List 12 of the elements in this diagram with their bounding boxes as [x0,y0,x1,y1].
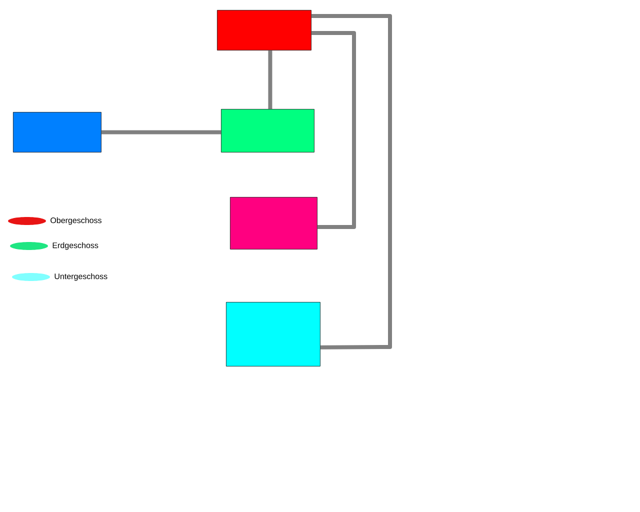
legend-label: Erdgeschoss [52,242,98,250]
connector-line [101,130,221,134]
legend-label: Obergeschoss [50,217,102,225]
colored-box [221,109,314,152]
connector-line [311,14,392,350]
connector-line [311,31,356,229]
colored-box [226,302,320,366]
colored-box [217,10,312,50]
legend-label: Untergeschoss [54,273,108,281]
colored-box [13,112,102,152]
connector-line [268,50,272,109]
colored-box [230,197,318,250]
